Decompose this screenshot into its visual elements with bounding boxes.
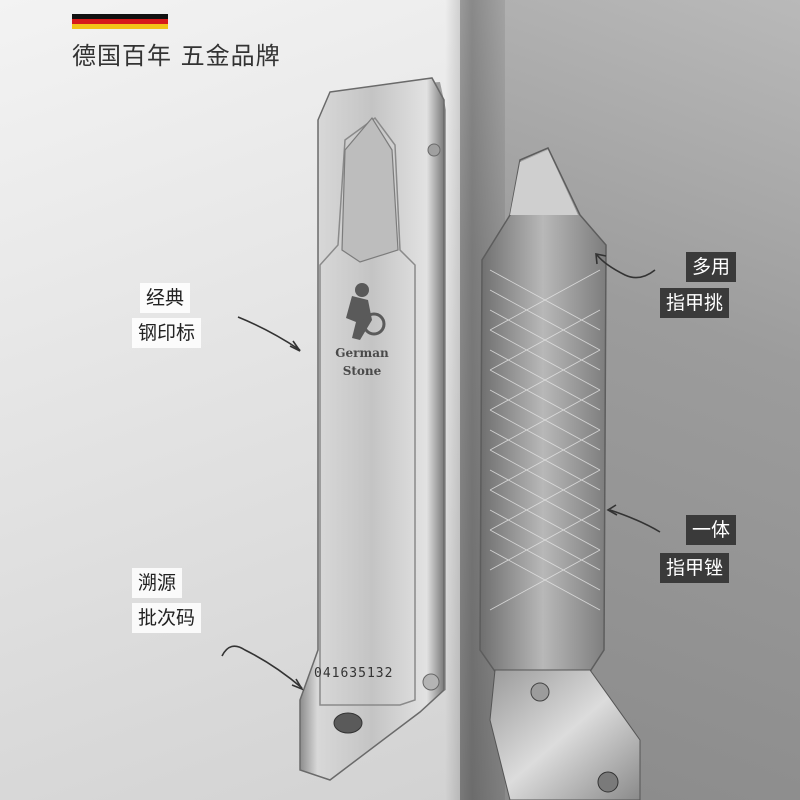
- headline: 德国百年 五金品牌: [72, 42, 281, 70]
- callout-batch-line1: 溯源: [132, 568, 183, 598]
- arrow-file: [609, 509, 661, 533]
- callout-file-line2: 指甲锉: [660, 553, 730, 583]
- arrow-file-head: [606, 504, 618, 516]
- callout-arrows: [221, 253, 661, 691]
- bottom-rivet: [422, 673, 440, 691]
- nail-file-pick-tip: [510, 150, 578, 215]
- file-hinge: [489, 669, 641, 800]
- arrow-pick-head: [595, 253, 607, 265]
- german-flag-icon: [72, 14, 168, 29]
- arrow-serial: [221, 645, 303, 689]
- keyring-hole: [333, 712, 363, 734]
- flag-stripe-black: [72, 14, 168, 19]
- callout-logo-line1: 经典: [140, 283, 191, 313]
- file-texture: [489, 269, 601, 611]
- hinge-rivet: [597, 771, 619, 793]
- callout-logo-line2: 钢印标: [132, 318, 202, 348]
- arrow-logo: [237, 316, 301, 351]
- batch-serial-number: 041635132: [314, 666, 394, 681]
- arrow-serial-head: [291, 678, 304, 691]
- flag-stripe-gold: [72, 24, 168, 29]
- brand-line-2: Stone: [342, 364, 382, 378]
- arrow-logo-head: [289, 340, 301, 352]
- arrow-pick: [596, 254, 656, 279]
- clipper-pick-tip: [341, 116, 399, 263]
- brand-engraving: German Stone: [322, 344, 402, 380]
- callout-pick-line1: 多用: [686, 252, 737, 282]
- nail-clipper-body: [299, 77, 445, 781]
- top-rivet: [427, 143, 441, 157]
- lever-recess-outline: [319, 116, 416, 706]
- callout-batch-line2: 批次码: [132, 603, 202, 633]
- file-rivet: [530, 682, 550, 702]
- callout-file-line1: 一体: [686, 515, 737, 545]
- callout-pick-line2: 指甲挑: [660, 288, 730, 318]
- brand-line-1: German: [335, 346, 389, 360]
- flag-stripe-red: [72, 19, 168, 24]
- german-stone-logo-icon: [346, 283, 386, 340]
